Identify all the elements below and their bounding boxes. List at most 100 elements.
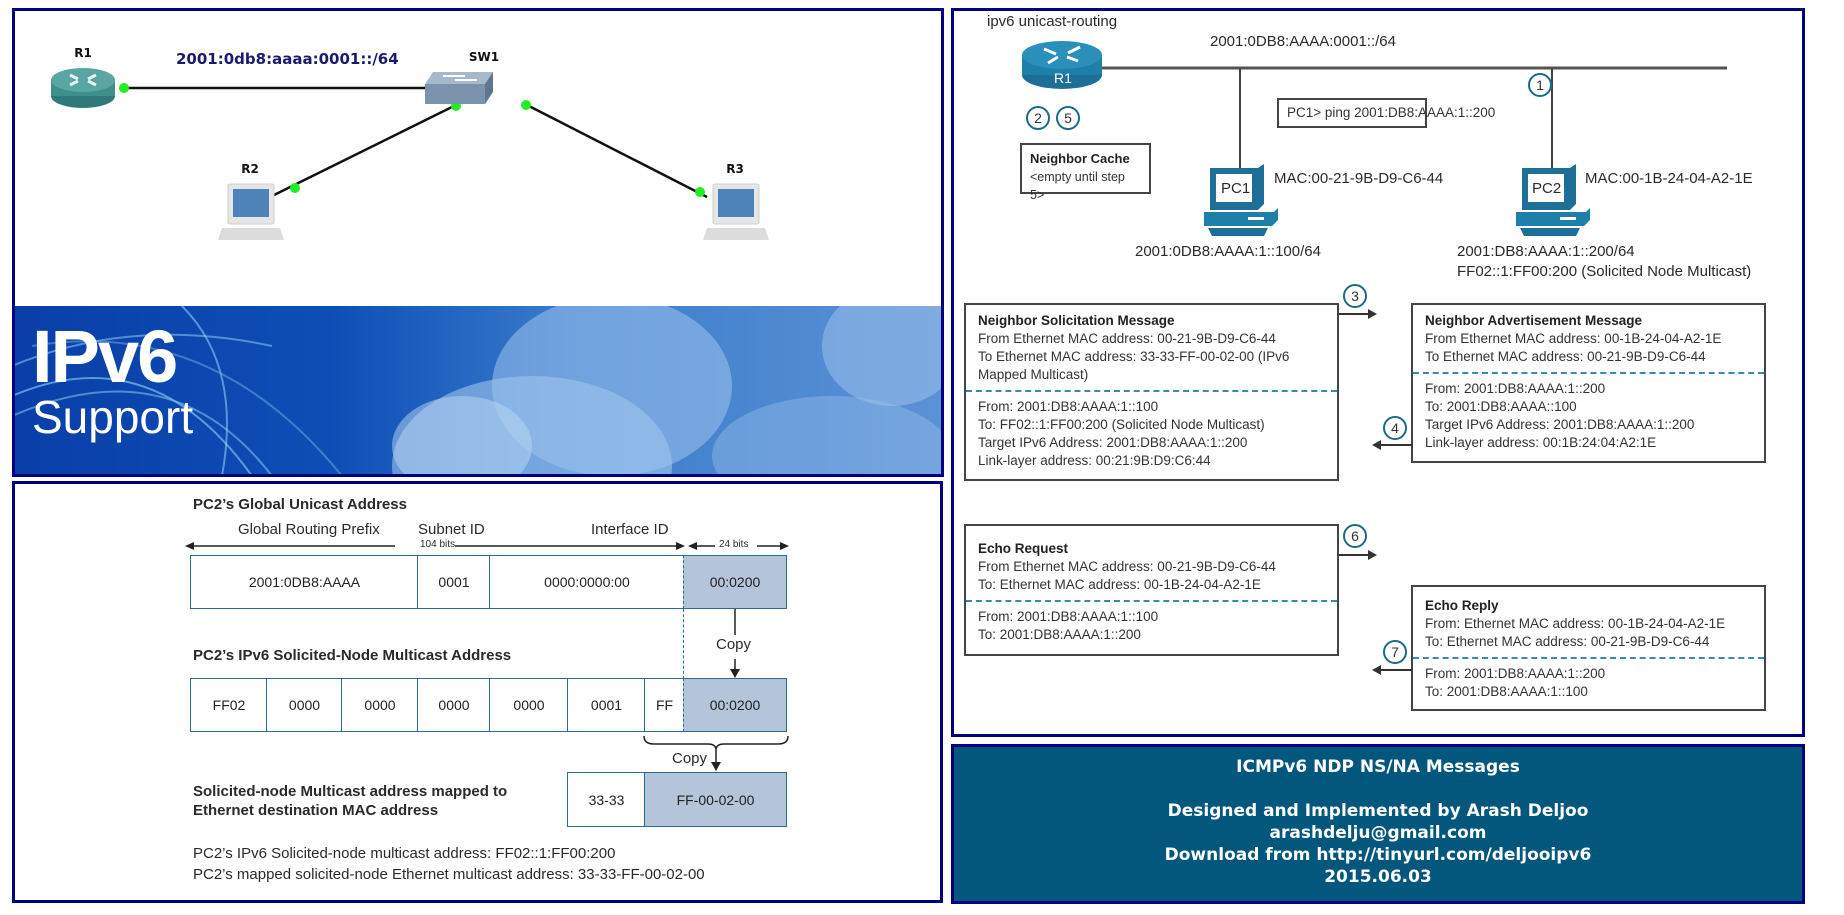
ns-title: Neighbor Solicitation Message bbox=[978, 313, 1175, 328]
snma-cell-low24: 00:0200 bbox=[683, 678, 787, 732]
port-r2 bbox=[290, 183, 300, 193]
na-l2-line: To Ethernet MAC address: 00-21-9B-D9-C6-… bbox=[1425, 349, 1706, 364]
mac-cell-prefix: 33-33 bbox=[567, 772, 646, 827]
banner-frame bbox=[12, 306, 944, 477]
na-l3-line: To: 2001:DB8:AAAA::100 bbox=[1425, 399, 1577, 414]
bits-arrows bbox=[185, 542, 789, 550]
r2-pc-icon[interactable] bbox=[218, 182, 284, 242]
echo-request-l3-line: From: 2001:DB8:AAAA:1::100 bbox=[978, 609, 1159, 624]
credits-footer: ICMPv6 NDP NS/NA Messages Designed and I… bbox=[951, 744, 1805, 904]
r2-label: R2 bbox=[241, 162, 259, 176]
echo-request-l2-line: From Ethernet MAC address: 00-21-9B-D9-C… bbox=[978, 559, 1276, 574]
echo-request-title: Echo Request bbox=[978, 541, 1069, 556]
footer-download-link[interactable]: Download from http://tinyurl.com/deljooi… bbox=[1164, 845, 1592, 865]
ndp-r1-router-icon[interactable] bbox=[1020, 37, 1104, 91]
echo-reply-box: Echo Reply From: Ethernet MAC address: 0… bbox=[1411, 585, 1766, 711]
topology-panel bbox=[12, 8, 944, 308]
pc2-icon[interactable] bbox=[1510, 164, 1594, 236]
link-sw1-r3 bbox=[524, 102, 708, 199]
ndp-bus bbox=[1096, 66, 1727, 168]
solicited-node-panel bbox=[12, 481, 943, 903]
snma-cell: 0000 bbox=[341, 678, 419, 732]
echo-reply-arrow-left bbox=[1372, 665, 1412, 675]
echo-reply-l3-line: From: 2001:DB8:AAAA:1::200 bbox=[1425, 666, 1606, 681]
pc2-address: 2001:DB8:AAAA:1::200/64 bbox=[1457, 243, 1635, 260]
neighbor-cache-title: Neighbor Cache bbox=[1030, 151, 1130, 166]
port-r1 bbox=[119, 83, 129, 93]
low24-guide-line bbox=[683, 609, 684, 679]
na-arrow-left bbox=[1372, 440, 1412, 450]
header-subnet-id: Subnet ID bbox=[418, 521, 485, 538]
copy-brace bbox=[643, 735, 789, 771]
ping-command-box: PC1> ping 2001:DB8:AAAA:1::200 bbox=[1277, 98, 1495, 128]
na-message-box: Neighbor Advertisement Message From Ethe… bbox=[1411, 303, 1766, 463]
ipv6-support-banner: IPv6 Support bbox=[12, 306, 944, 476]
ns-l3-line: To: FF02::1:FF00:200 (Solicited Node Mul… bbox=[978, 417, 1265, 432]
header-interface-id: Interface ID bbox=[591, 521, 669, 538]
banner-decoration bbox=[12, 306, 944, 476]
echo-request-l2-line: To: Ethernet MAC address: 00-1B-24-04-A2… bbox=[978, 577, 1261, 592]
echo-reply-l3-line: To: 2001:DB8:AAAA:1::100 bbox=[1425, 684, 1588, 699]
snma-cell-ff: FF bbox=[644, 678, 684, 732]
footer-date: 2015.06.03 bbox=[1324, 867, 1432, 887]
footer-spacer bbox=[954, 778, 1802, 800]
mac-cell-suffix: FF-00-02-00 bbox=[644, 772, 787, 827]
r1-label: R1 bbox=[74, 46, 92, 60]
step-2-badge: 2 bbox=[1026, 106, 1050, 130]
router-command: ipv6 unicast-routing bbox=[987, 13, 1118, 30]
r3-pc-icon[interactable] bbox=[703, 182, 769, 242]
pc2-label: PC2 bbox=[1532, 180, 1562, 197]
echo-request-box: Echo Request From Ethernet MAC address: … bbox=[964, 524, 1339, 656]
na-l3-line: From: 2001:DB8:AAAA:1::200 bbox=[1425, 381, 1606, 396]
snma-cell: 0000 bbox=[266, 678, 343, 732]
echo-request-arrow-right bbox=[1339, 550, 1377, 560]
snma-title: PC2’s IPv6 Solicited-Node Multicast Addr… bbox=[193, 647, 512, 664]
echo-request-divider bbox=[966, 600, 1337, 602]
neighbor-cache-value: <empty until step 5> bbox=[1030, 170, 1125, 202]
ns-divider bbox=[966, 390, 1337, 392]
snma-cell: 0000 bbox=[417, 678, 491, 732]
topology-subnet-label: 2001:0db8:aaaa:0001::/64 bbox=[176, 50, 399, 68]
ns-message-box: Neighbor Solicitation Message From Ether… bbox=[964, 303, 1339, 481]
na-divider bbox=[1413, 372, 1764, 374]
mac-title-line2: Ethernet destination MAC address bbox=[193, 802, 439, 819]
link-sw1-r2 bbox=[271, 103, 457, 198]
echo-request-l3-line: To: 2001:DB8:AAAA:1::200 bbox=[978, 627, 1141, 642]
footer-email[interactable]: arashdelju@gmail.com bbox=[1269, 823, 1487, 843]
port-sw1-r3 bbox=[521, 100, 531, 110]
summary-mac: PC2’s mapped solicited-node Ethernet mul… bbox=[193, 866, 705, 883]
snma-cell: 0000 bbox=[489, 678, 569, 732]
mac-title-line1: Solicited-node Multicast address mapped … bbox=[193, 783, 508, 800]
na-l2-line: From Ethernet MAC address: 00-1B-24-04-A… bbox=[1425, 331, 1722, 346]
ns-arrow-right bbox=[1339, 309, 1377, 319]
label-104-bits: 104 bits bbox=[420, 539, 456, 550]
footer-title: ICMPv6 NDP NS/NA Messages bbox=[1236, 757, 1520, 777]
ndp-r1-label: R1 bbox=[1054, 70, 1072, 86]
step-1-badge: 1 bbox=[1528, 73, 1552, 97]
na-title: Neighbor Advertisement Message bbox=[1425, 313, 1643, 328]
port-r3 bbox=[695, 187, 705, 197]
echo-reply-divider bbox=[1413, 657, 1764, 659]
sw1-switch-icon[interactable] bbox=[425, 70, 495, 106]
echo-reply-l2-line: To: Ethernet MAC address: 00-21-9B-D9-C6… bbox=[1425, 634, 1710, 649]
sw1-label: SW1 bbox=[468, 50, 500, 64]
step-4-badge: 4 bbox=[1383, 416, 1407, 440]
gua-cell-interface: 0000:0000:00 bbox=[489, 555, 684, 609]
neighbor-cache-box: Neighbor Cache <empty until step 5> bbox=[1020, 143, 1151, 202]
label-24-bits: 24 bits bbox=[719, 539, 749, 550]
snma-cell: 0001 bbox=[567, 678, 646, 732]
gua-cell-subnet: 0001 bbox=[417, 555, 491, 609]
pc1-label: PC1 bbox=[1221, 180, 1251, 197]
summary-snma: PC2’s IPv6 Solicited-node multicast addr… bbox=[193, 845, 616, 862]
footer-credit: Designed and Implemented by Arash Deljoo bbox=[1167, 801, 1589, 821]
ns-l2-line: To Ethernet MAC address: 33-33-FF-00-02-… bbox=[978, 349, 1290, 364]
header-global-routing-prefix: Global Routing Prefix bbox=[238, 521, 380, 538]
echo-reply-l2-line: From: Ethernet MAC address: 00-1B-24-04-… bbox=[1425, 616, 1726, 631]
banner-title: IPv6 bbox=[32, 315, 178, 398]
r3-label: R3 bbox=[726, 162, 744, 176]
r1-router-icon[interactable] bbox=[50, 66, 116, 110]
echo-reply-title: Echo Reply bbox=[1425, 598, 1499, 613]
step-3-badge: 3 bbox=[1343, 284, 1367, 308]
pc1-icon[interactable] bbox=[1198, 164, 1282, 236]
ns-l3-line: From: 2001:DB8:AAAA:1::100 bbox=[978, 399, 1159, 414]
